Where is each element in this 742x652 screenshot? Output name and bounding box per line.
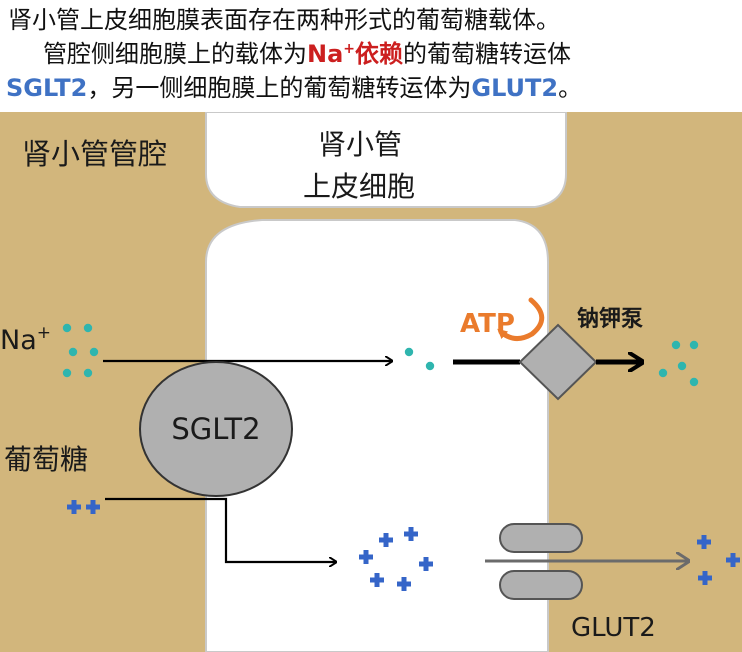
sodium-symbol: Na — [307, 40, 344, 68]
caption-line-3-end: 。 — [558, 74, 583, 102]
cell-label-line-2: 上皮细胞 — [303, 170, 415, 203]
glucose-molecule — [359, 550, 373, 564]
caption-text-block: 肾小管上皮细胞膜表面存在两种形式的葡萄糖载体。 管腔侧细胞膜上的载体为Na+依赖… — [0, 0, 742, 112]
glucose-cell — [359, 527, 433, 591]
epithelial-cell — [205, 219, 549, 652]
sodium-label-charge: + — [37, 323, 51, 343]
sodium-highlight: Na+依赖 — [307, 40, 403, 68]
caption-line-2-prefix: 管腔侧细胞膜上的载体为 — [43, 40, 307, 68]
glut2-label: GLUT2 — [571, 613, 656, 643]
caption-line-1-text: 肾小管上皮细胞膜表面存在两种形式的葡萄糖载体。 — [8, 6, 560, 34]
glucose-molecule — [404, 527, 418, 541]
caption-line-2: 管腔侧细胞膜上的载体为Na+依赖的葡萄糖转运体 — [43, 38, 571, 71]
glucose-molecule — [67, 500, 81, 514]
caption-line-3: SGLT2，另一侧细胞膜上的葡萄糖转运体为GLUT2。 — [6, 72, 582, 105]
glucose-molecule — [86, 500, 100, 514]
sodium-ions-blood — [658, 340, 699, 387]
glucose-molecule — [379, 533, 393, 547]
caption-line-3-middle: ，另一侧细胞膜上的葡萄糖转运体为 — [87, 74, 472, 102]
sodium-ions-cell — [404, 347, 435, 371]
sglt2-transporter — [139, 361, 293, 497]
sodium-label: Na+ — [0, 323, 51, 356]
glut2-lower-subunit — [499, 570, 583, 600]
glucose-molecule — [698, 571, 712, 585]
glucose-molecule — [370, 573, 384, 587]
dependence-word: 依赖 — [355, 40, 404, 68]
sglt2-label: SGLT2 — [171, 412, 260, 446]
lumen-label: 肾小管管腔 — [22, 137, 167, 171]
glut2-upper-subunit — [499, 523, 583, 553]
caption-line-2-suffix: 的葡萄糖转运体 — [403, 40, 572, 68]
cell-label-line-1: 肾小管 — [318, 128, 402, 161]
glucose-molecule — [397, 577, 411, 591]
glucose-molecule — [419, 557, 433, 571]
pump-label: 钠钾泵 — [577, 307, 643, 332]
sodium-ions-lumen — [62, 323, 99, 378]
sodium-potassium-pump — [518, 323, 598, 401]
glucose-influx-arrow — [105, 497, 336, 562]
glut2-highlight: GLUT2 — [471, 74, 559, 102]
glucose-label: 葡萄糖 — [4, 443, 88, 476]
sglt2-highlight: SGLT2 — [6, 74, 88, 102]
sodium-charge: + — [343, 41, 356, 57]
glucose-molecule — [697, 535, 711, 549]
glucose-lumen — [67, 500, 100, 514]
sodium-label-symbol: Na — [0, 325, 37, 356]
upper-epithelial-cell — [205, 112, 567, 208]
caption-line-1: 肾小管上皮细胞膜表面存在两种形式的葡萄糖载体。 — [8, 4, 560, 37]
glucose-blood — [697, 535, 740, 585]
transport-diagram: 肾小管管腔 肾小管 上皮细胞 Na+ 葡萄糖 SGLT2 ATP — [0, 112, 742, 652]
atp-curved-arrow — [497, 297, 545, 341]
glucose-molecule — [726, 553, 740, 567]
